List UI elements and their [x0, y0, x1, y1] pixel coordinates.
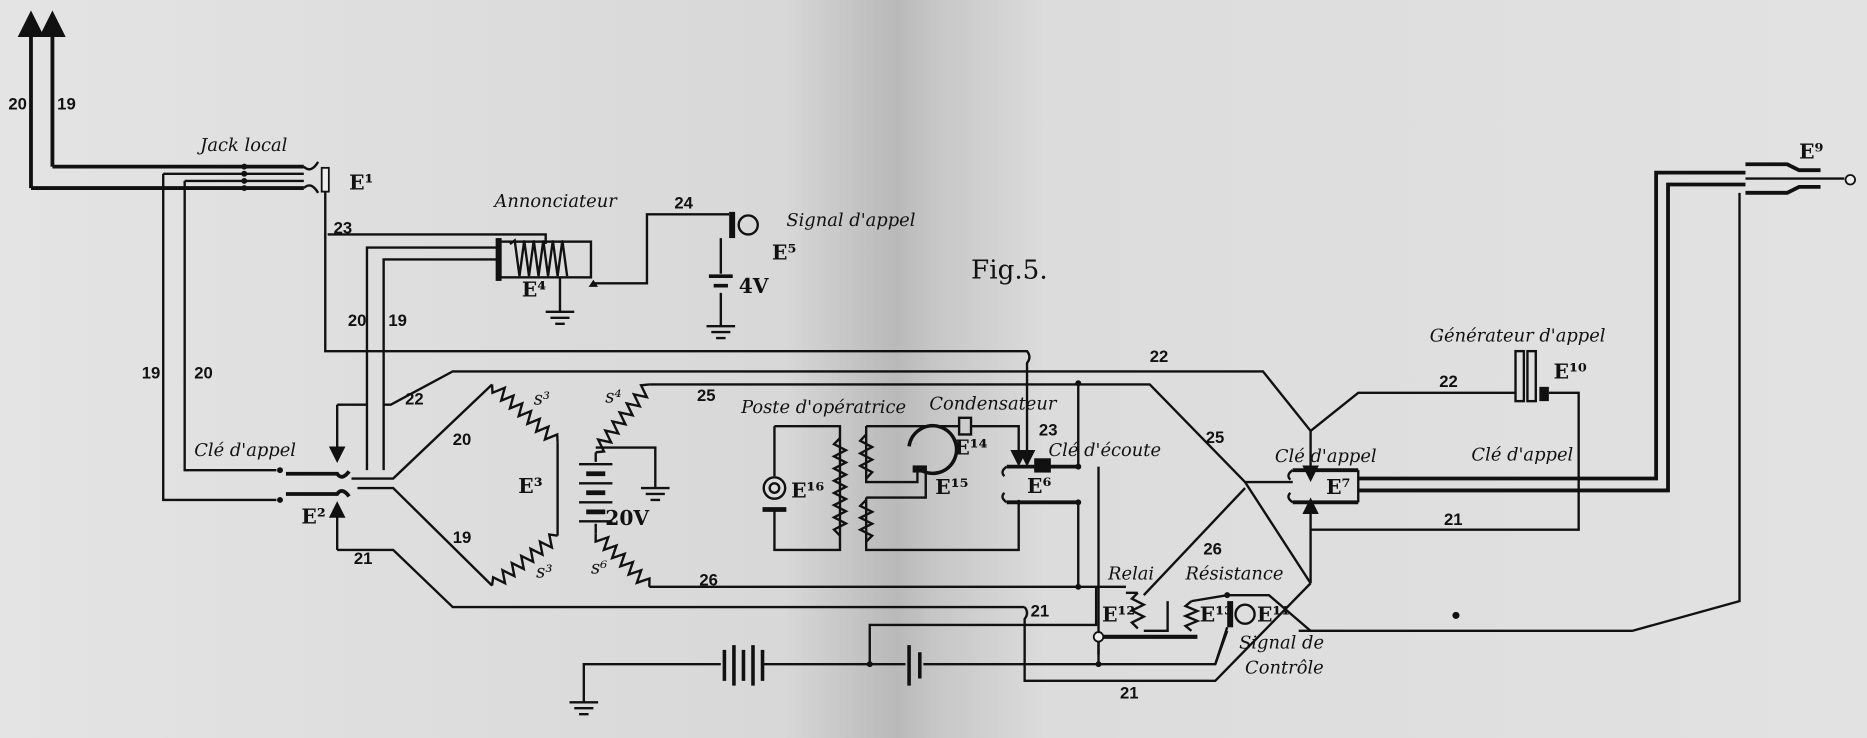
label-signal-controle-2: Contrôle — [1245, 658, 1324, 679]
label-condensateur: Condensateur — [929, 393, 1058, 414]
operator-set — [762, 416, 1019, 552]
wire-number: 25 — [697, 386, 716, 405]
label-cle-appel-right: Clé d'appel — [1471, 445, 1573, 466]
component-labels: E¹ E² E³ E⁴ E⁵ E⁶ E⁷ E⁹ E¹⁰ E¹¹ E¹² E¹³ … — [301, 139, 1823, 626]
wire-number: 19 — [453, 528, 472, 547]
battery-20v — [579, 383, 1293, 589]
label-s4: s⁴ — [605, 386, 621, 407]
label-e6: E⁶ — [1027, 474, 1051, 498]
label-annonciateur: Annonciateur — [492, 191, 618, 212]
wire-number: 24 — [674, 193, 693, 212]
wire-number: 19 — [57, 95, 76, 114]
wire-number: 25 — [1206, 428, 1225, 447]
wire-number: 21 — [354, 549, 373, 568]
annunciator — [365, 213, 730, 471]
label-4v: 4V — [739, 274, 769, 298]
label-e15: E¹⁵ — [935, 475, 968, 499]
wire-number: 23 — [1039, 421, 1058, 440]
jack-e9 — [1298, 162, 1856, 633]
label-e14: E¹⁴ — [954, 436, 987, 460]
bottom-batteries — [569, 582, 1312, 716]
relay-e12 — [1024, 487, 1246, 665]
wire-number: 23 — [334, 218, 353, 237]
label-poste-operatrice: Poste d'opératrice — [740, 397, 906, 418]
label-e10: E¹⁰ — [1554, 360, 1587, 384]
label-e16: E¹⁶ — [791, 479, 824, 503]
label-s6: s⁶ — [591, 558, 607, 579]
label-signal-controle-1: Signal de — [1239, 633, 1324, 654]
label-e2: E² — [301, 505, 325, 529]
label-e5: E⁵ — [772, 240, 796, 264]
label-cle-appel-mid: Clé d'appel — [1275, 446, 1377, 467]
label-relai: Relai — [1107, 564, 1154, 585]
label-generateur-appel: Générateur d'appel — [1430, 326, 1606, 347]
label-signal-appel: Signal d'appel — [786, 210, 915, 231]
wire-number: 20 — [453, 430, 472, 449]
condensateur — [957, 416, 973, 436]
label-20v: 20V — [605, 506, 649, 530]
wire-number: 22 — [1150, 347, 1169, 366]
wire-number: 21 — [1120, 684, 1139, 703]
wire-number: 26 — [699, 571, 718, 590]
label-cle-appel-left: Clé d'appel — [194, 440, 296, 461]
label-e13: E¹³ — [1200, 602, 1233, 626]
label-e9: E⁹ — [1799, 139, 1823, 163]
resistor-bridge-e3 — [490, 384, 559, 586]
label-e3: E³ — [518, 474, 542, 498]
label-cle-ecoute: Clé d'écoute — [1048, 440, 1161, 461]
signal-appel-lamp — [706, 211, 759, 340]
wire-number: 20 — [8, 95, 27, 114]
wire-number: 19 — [388, 311, 407, 330]
label-e11: E¹¹ — [1257, 602, 1290, 626]
wire-numbers: 20 19 23 24 20 19 19 20 22 22 20 19 21 2… — [8, 95, 1462, 703]
cle-appel-e7 — [1244, 170, 1746, 584]
wire-number: 19 — [142, 364, 161, 383]
wire-number: 21 — [1031, 602, 1050, 621]
label-e1: E¹ — [349, 170, 373, 194]
wire-number: 26 — [1203, 540, 1222, 559]
wire-23 — [324, 191, 1036, 467]
label-e4: E⁴ — [522, 277, 546, 301]
resistance-e13 — [1182, 592, 1312, 632]
label-e7: E⁷ — [1326, 475, 1350, 499]
wire-number: 20 — [348, 311, 367, 330]
wire-number: 20 — [194, 364, 213, 383]
generateur-appel-e10 — [1309, 349, 1549, 432]
wire-number: 21 — [1444, 510, 1463, 529]
label-e12: E¹² — [1102, 602, 1135, 626]
cle-appel-e2 — [285, 370, 1312, 609]
label-s3-bottom: s³ — [536, 561, 552, 582]
cle-ecoute-e6 — [1001, 380, 1100, 655]
wire-number: 22 — [405, 390, 424, 409]
incoming-lines — [17, 10, 304, 503]
label-s3-top: s³ — [534, 389, 550, 410]
label-jack-local: Jack local — [197, 135, 287, 156]
wire-number: 22 — [1439, 372, 1458, 391]
label-resistance: Résistance — [1184, 564, 1283, 585]
figure-title: Fig.5. — [971, 256, 1048, 286]
